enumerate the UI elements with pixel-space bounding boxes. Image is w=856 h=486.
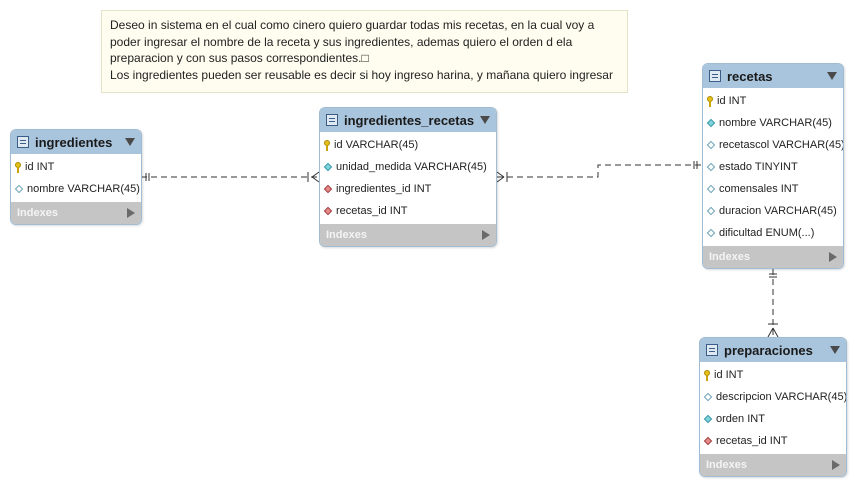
table-ingredientes[interactable]: ingredientes id INT nombre VARCHAR(45) I… (10, 129, 142, 225)
teal-diamond-icon (703, 414, 713, 424)
note-line: Los ingredientes pueden ser reusable es … (110, 67, 613, 82)
column-label: dificultad ENUM(...) (719, 227, 815, 239)
column-row[interactable]: descripcion VARCHAR(45) (700, 386, 846, 408)
table-icon (17, 136, 29, 148)
red-diamond-icon (323, 184, 333, 194)
hollow-diamond-icon (706, 206, 716, 216)
collapse-arrow-icon[interactable] (827, 72, 837, 80)
crowfoot (311, 176, 320, 183)
hollow-diamond-icon (703, 392, 713, 402)
column-label: recetas_id INT (336, 205, 408, 217)
key-icon (707, 95, 713, 107)
expand-arrow-icon[interactable] (829, 252, 837, 262)
column-row[interactable]: id VARCHAR(45) (320, 134, 496, 156)
column-label: duracion VARCHAR(45) (719, 205, 837, 217)
hollow-diamond-icon (14, 184, 24, 194)
column-row[interactable]: comensales INT (703, 178, 843, 200)
table-name: ingredientes (35, 134, 113, 150)
column-label: orden INT (716, 413, 765, 425)
key-icon (324, 139, 330, 151)
crowfoot (767, 327, 774, 338)
hollow-diamond-icon (706, 140, 716, 150)
table-icon (709, 70, 721, 82)
note-line: poder ingresar el nombre de la receta y … (110, 34, 573, 49)
column-row[interactable]: dificultad ENUM(...) (703, 222, 843, 244)
crowfoot (772, 327, 779, 338)
column-label: recetascol VARCHAR(45) (719, 139, 844, 151)
indexes-label: Indexes (709, 251, 750, 263)
table-icon (326, 114, 338, 126)
column-row[interactable]: duracion VARCHAR(45) (703, 200, 843, 222)
column-label: comensales INT (719, 183, 799, 195)
table-header[interactable]: recetas (703, 64, 843, 88)
indexes-section[interactable]: Indexes (320, 224, 496, 246)
collapse-arrow-icon[interactable] (830, 346, 840, 354)
column-row[interactable]: nombre VARCHAR(45) (703, 112, 843, 134)
column-label: descripcion VARCHAR(45) (716, 391, 847, 403)
table-header[interactable]: ingredientes (11, 130, 141, 154)
connector-recetas-ingredientes-recetas (497, 164, 702, 178)
column-row[interactable]: recetascol VARCHAR(45) (703, 134, 843, 156)
indexes-label: Indexes (326, 229, 367, 241)
column-row[interactable]: id INT (703, 90, 843, 112)
column-row[interactable]: estado TINYINT (703, 156, 843, 178)
column-label: estado TINYINT (719, 161, 798, 173)
column-label: unidad_medida VARCHAR(45) (336, 161, 487, 173)
collapse-arrow-icon[interactable] (480, 116, 490, 124)
table-header[interactable]: ingredientes_recetas (320, 108, 496, 132)
table-name: preparaciones (724, 342, 813, 358)
crowfoot (496, 171, 505, 178)
column-row[interactable]: recetas_id INT (700, 430, 846, 452)
column-label: id INT (25, 161, 55, 173)
key-icon (15, 161, 21, 173)
expand-arrow-icon[interactable] (832, 460, 840, 470)
note-line: preparacion y con sus pasos correspondie… (110, 51, 369, 65)
expand-arrow-icon[interactable] (127, 208, 135, 218)
key-icon (704, 369, 710, 381)
column-row[interactable]: id INT (700, 364, 846, 386)
indexes-label: Indexes (706, 459, 747, 471)
column-row[interactable]: nombre VARCHAR(45) (11, 178, 141, 200)
crowfoot (311, 171, 320, 178)
table-name: recetas (727, 68, 773, 84)
column-label: ingredientes_id INT (336, 183, 432, 195)
column-row[interactable]: ingredientes_id INT (320, 178, 496, 200)
column-label: nombre VARCHAR(45) (27, 183, 140, 195)
hollow-diamond-icon (706, 184, 716, 194)
teal-diamond-icon (706, 118, 716, 128)
hollow-diamond-icon (706, 162, 716, 172)
column-label: id VARCHAR(45) (334, 139, 419, 151)
column-label: nombre VARCHAR(45) (719, 117, 832, 129)
column-row[interactable]: unidad_medida VARCHAR(45) (320, 156, 496, 178)
table-ingredientes-recetas[interactable]: ingredientes_recetas id VARCHAR(45) unid… (319, 107, 497, 247)
indexes-section[interactable]: Indexes (703, 246, 843, 268)
indexes-section[interactable]: Indexes (11, 202, 141, 224)
red-diamond-icon (703, 436, 713, 446)
collapse-arrow-icon[interactable] (125, 138, 135, 146)
column-row[interactable]: id INT (11, 156, 141, 178)
note-line: Deseo in sistema en el cual como cinero … (110, 18, 595, 32)
column-label: id INT (717, 95, 747, 107)
table-recetas[interactable]: recetas id INT nombre VARCHAR(45) receta… (702, 63, 844, 269)
hollow-diamond-icon (706, 228, 716, 238)
expand-arrow-icon[interactable] (482, 230, 490, 240)
column-row[interactable]: orden INT (700, 408, 846, 430)
column-row[interactable]: recetas_id INT (320, 200, 496, 222)
table-preparaciones[interactable]: preparaciones id INT descripcion VARCHAR… (699, 337, 847, 477)
table-header[interactable]: preparaciones (700, 338, 846, 362)
column-label: recetas_id INT (716, 435, 788, 447)
indexes-label: Indexes (17, 207, 58, 219)
indexes-section[interactable]: Indexes (700, 454, 846, 476)
table-name: ingredientes_recetas (344, 112, 475, 128)
table-icon (706, 344, 718, 356)
red-diamond-icon (323, 206, 333, 216)
diagram-note[interactable]: Deseo in sistema en el cual como cinero … (101, 10, 628, 93)
crowfoot (496, 176, 505, 183)
column-label: id INT (714, 369, 744, 381)
teal-diamond-icon (323, 162, 333, 172)
